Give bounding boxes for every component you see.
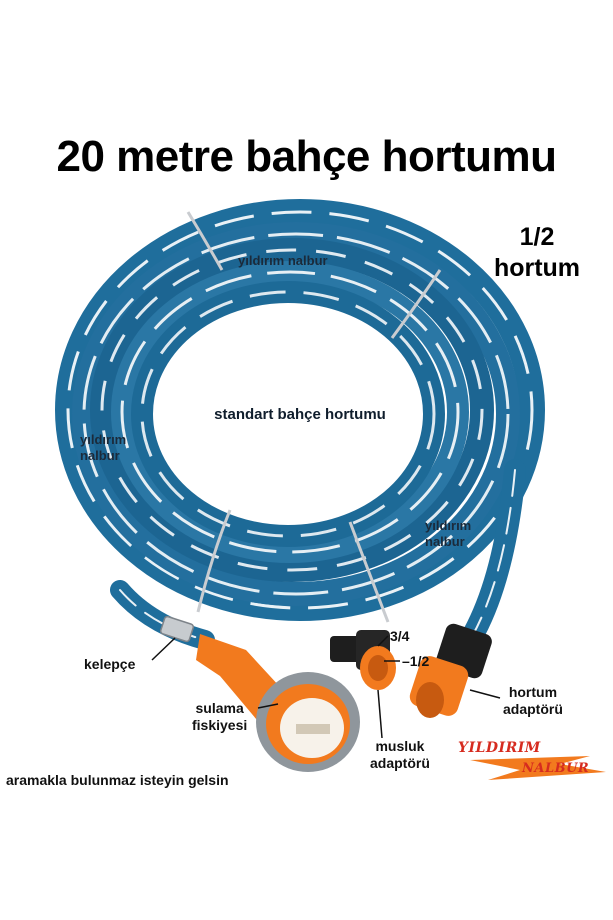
hose-print-right-line2: nalbur	[425, 534, 465, 549]
hose-tails	[110, 459, 526, 651]
hose-print-left: yıldırım nalbur	[80, 432, 126, 464]
callout-tap-adapter-line1: musluk	[375, 738, 425, 754]
brand-logo-line2: NALBUR	[522, 761, 590, 776]
callout-sprinkler: sulama fiskiyesi	[192, 700, 247, 734]
callout-tap-adapter: musluk adaptörü	[370, 738, 430, 772]
page-title: 20 metre bahçe hortumu	[56, 132, 557, 181]
callout-hose-adapter-line2: adaptörü	[503, 701, 563, 717]
hose-print-right: yıldırım nalbur	[425, 518, 471, 550]
hose-print-left-line2: nalbur	[80, 448, 120, 463]
brand-logo: YILDIRIM NALBUR	[458, 740, 608, 786]
callout-clamp: kelepçe	[84, 656, 136, 672]
tap-adapter	[330, 630, 396, 690]
hose-size-label: 1/2 hortum	[482, 222, 592, 284]
hose-size-value: 1/2	[519, 223, 555, 251]
center-label: standart bahçe hortumu	[214, 406, 386, 423]
hose-print-top: yıldırım nalbur	[238, 253, 328, 268]
logo-swoosh	[470, 756, 606, 780]
hose-adapter	[409, 623, 492, 718]
callout-tap-size-b-value: 1/2	[409, 653, 430, 669]
callout-sprinkler-line1: sulama	[195, 700, 244, 716]
callout-lines	[151, 635, 501, 739]
callout-sprinkler-line2: fiskiyesi	[192, 717, 248, 733]
hose-coils	[55, 199, 545, 621]
hose-size-unit: hortum	[493, 254, 581, 282]
callout-tap-size-a: 3/4	[390, 628, 410, 644]
callout-hose-adapter-line1: hortum	[508, 684, 558, 700]
hose-print-right-line1: yıldırım	[425, 518, 472, 533]
hose-print-left-line1: yıldırım	[80, 432, 127, 447]
callout-hose-adapter: hortum adaptörü	[503, 684, 563, 718]
wire-ties	[186, 211, 442, 623]
slogan: aramakla bulunmaz isteyin gelsin	[6, 772, 229, 788]
callout-tap-adapter-line2: adaptörü	[370, 755, 430, 771]
callout-tap-size-b: –1/2	[402, 653, 430, 669]
hose-clamp	[159, 615, 195, 643]
sprinkler-nozzle	[196, 634, 360, 772]
brand-logo-line1: YILDIRIM	[458, 740, 541, 756]
